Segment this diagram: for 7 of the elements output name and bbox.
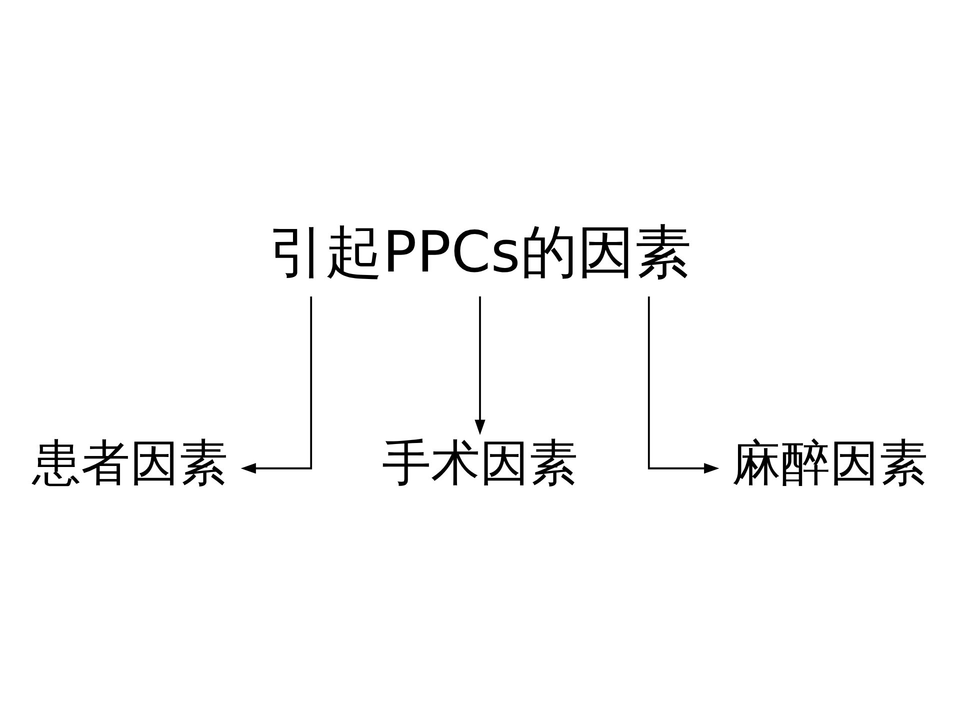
node-text: 患者因素 bbox=[32, 432, 228, 491]
node-text: 引起PPCs的因素 bbox=[268, 219, 692, 286]
arrow bbox=[648, 296, 720, 474]
arrow bbox=[474, 296, 486, 434]
node-text: 麻醉因素 bbox=[732, 432, 928, 491]
node-text: 手术因素 bbox=[382, 432, 578, 491]
arrow bbox=[240, 296, 312, 474]
